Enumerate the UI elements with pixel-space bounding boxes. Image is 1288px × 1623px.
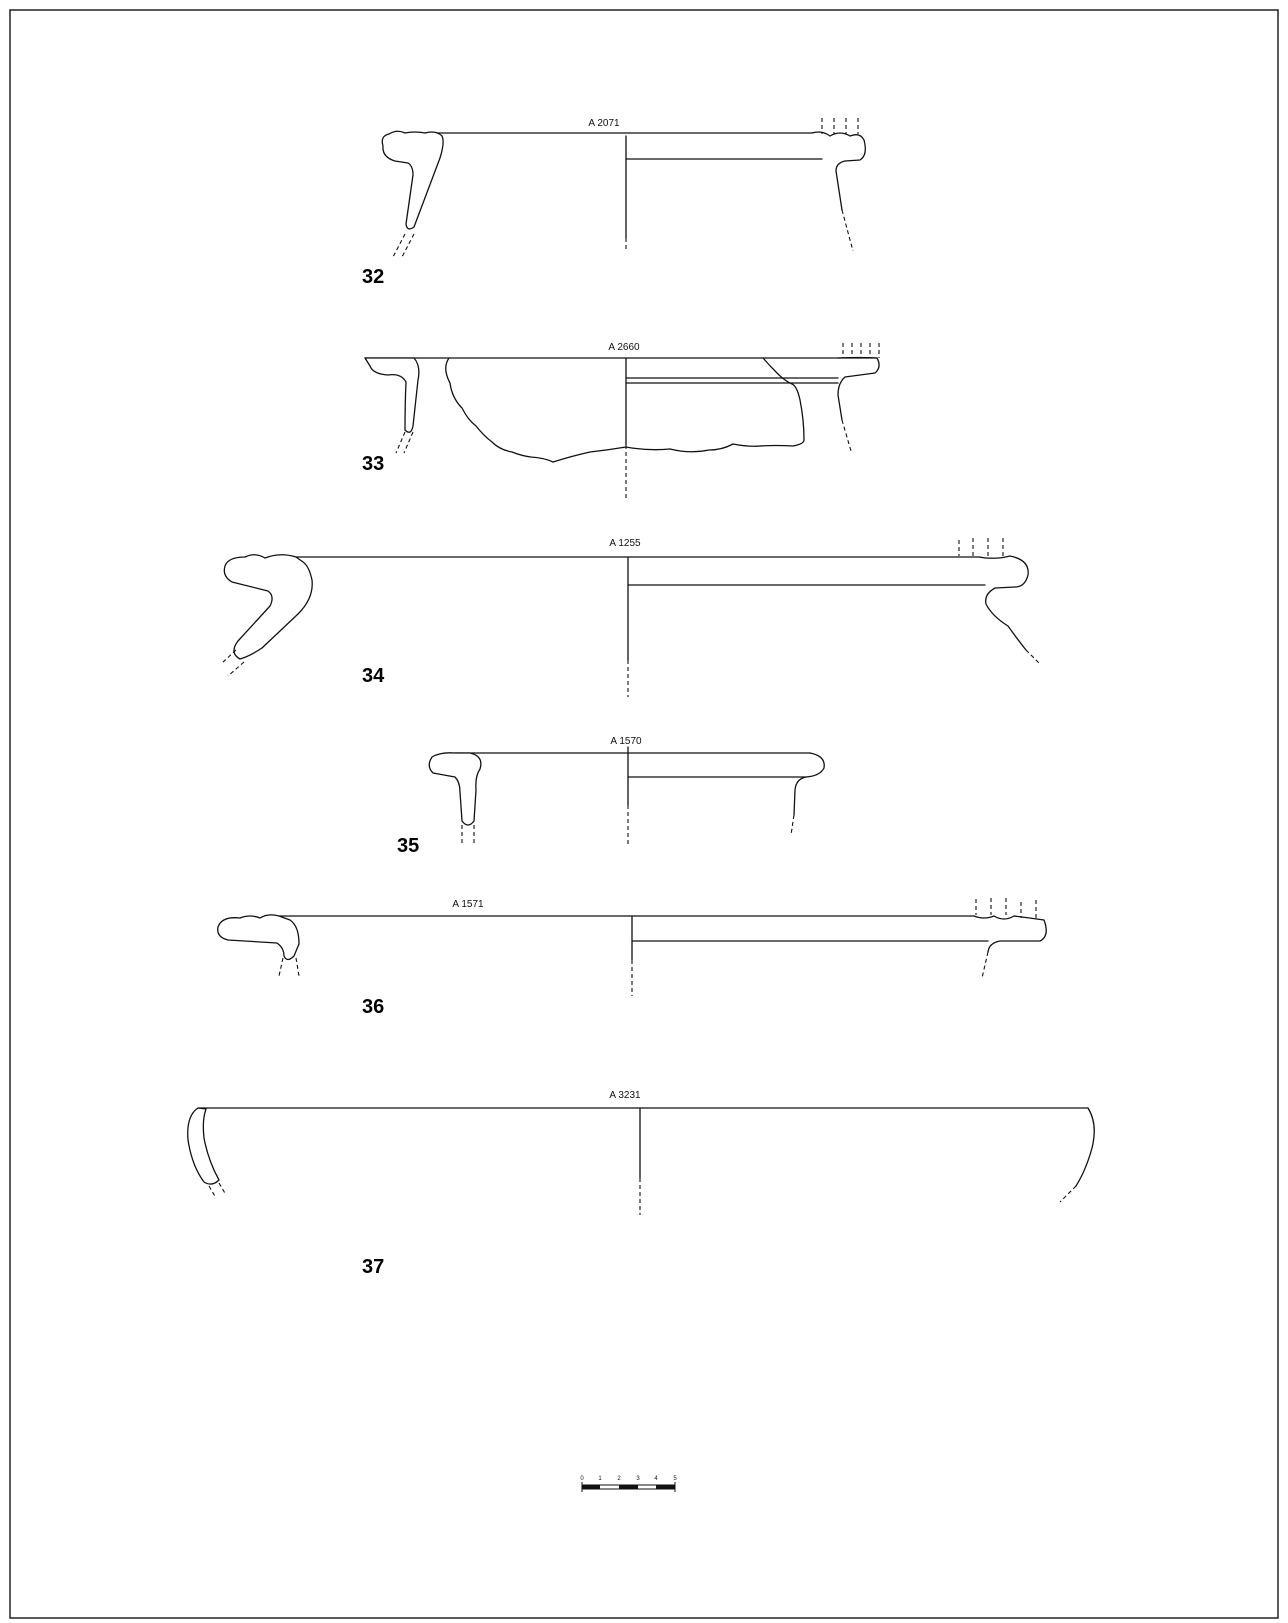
vessel-code-33: A 2660: [608, 342, 640, 353]
vessel-code-37: A 3231: [609, 1090, 641, 1101]
scale-label-0: 0: [580, 1476, 584, 1482]
figure-number-37: 37: [362, 1256, 384, 1278]
scale-label-1: 1: [598, 1476, 602, 1482]
vessel-code-34: A 1255: [609, 538, 641, 549]
vessel-profile-33: A 2660 33: [362, 342, 880, 498]
vessel-profile-36: A 1571 36: [217, 898, 1047, 1018]
page-border: [9, 9, 1279, 1619]
scale-bar: 0 1 2 3 4 5: [580, 1476, 677, 1492]
vessel-code-36: A 1571: [452, 899, 484, 910]
scale-label-5: 5: [673, 1476, 677, 1482]
scale-label-3: 3: [636, 1476, 640, 1482]
scale-label-2: 2: [617, 1476, 621, 1482]
figure-number-36: 36: [362, 996, 384, 1018]
figure-number-34: 34: [362, 665, 385, 687]
vessel-profile-35: A 1570 35: [397, 736, 825, 857]
figure-number-35: 35: [397, 835, 419, 857]
figure-number-32: 32: [362, 266, 384, 288]
vessel-profile-37: A 3231 37: [187, 1090, 1095, 1278]
figure-number-33: 33: [362, 453, 384, 475]
vessel-profile-34: A 1255 34: [220, 538, 1041, 697]
vessel-profile-32: A 2071 32: [362, 118, 866, 288]
scale-label-4: 4: [654, 1476, 658, 1482]
vessel-code-32: A 2071: [588, 118, 620, 129]
vessel-code-35: A 1570: [610, 736, 642, 747]
